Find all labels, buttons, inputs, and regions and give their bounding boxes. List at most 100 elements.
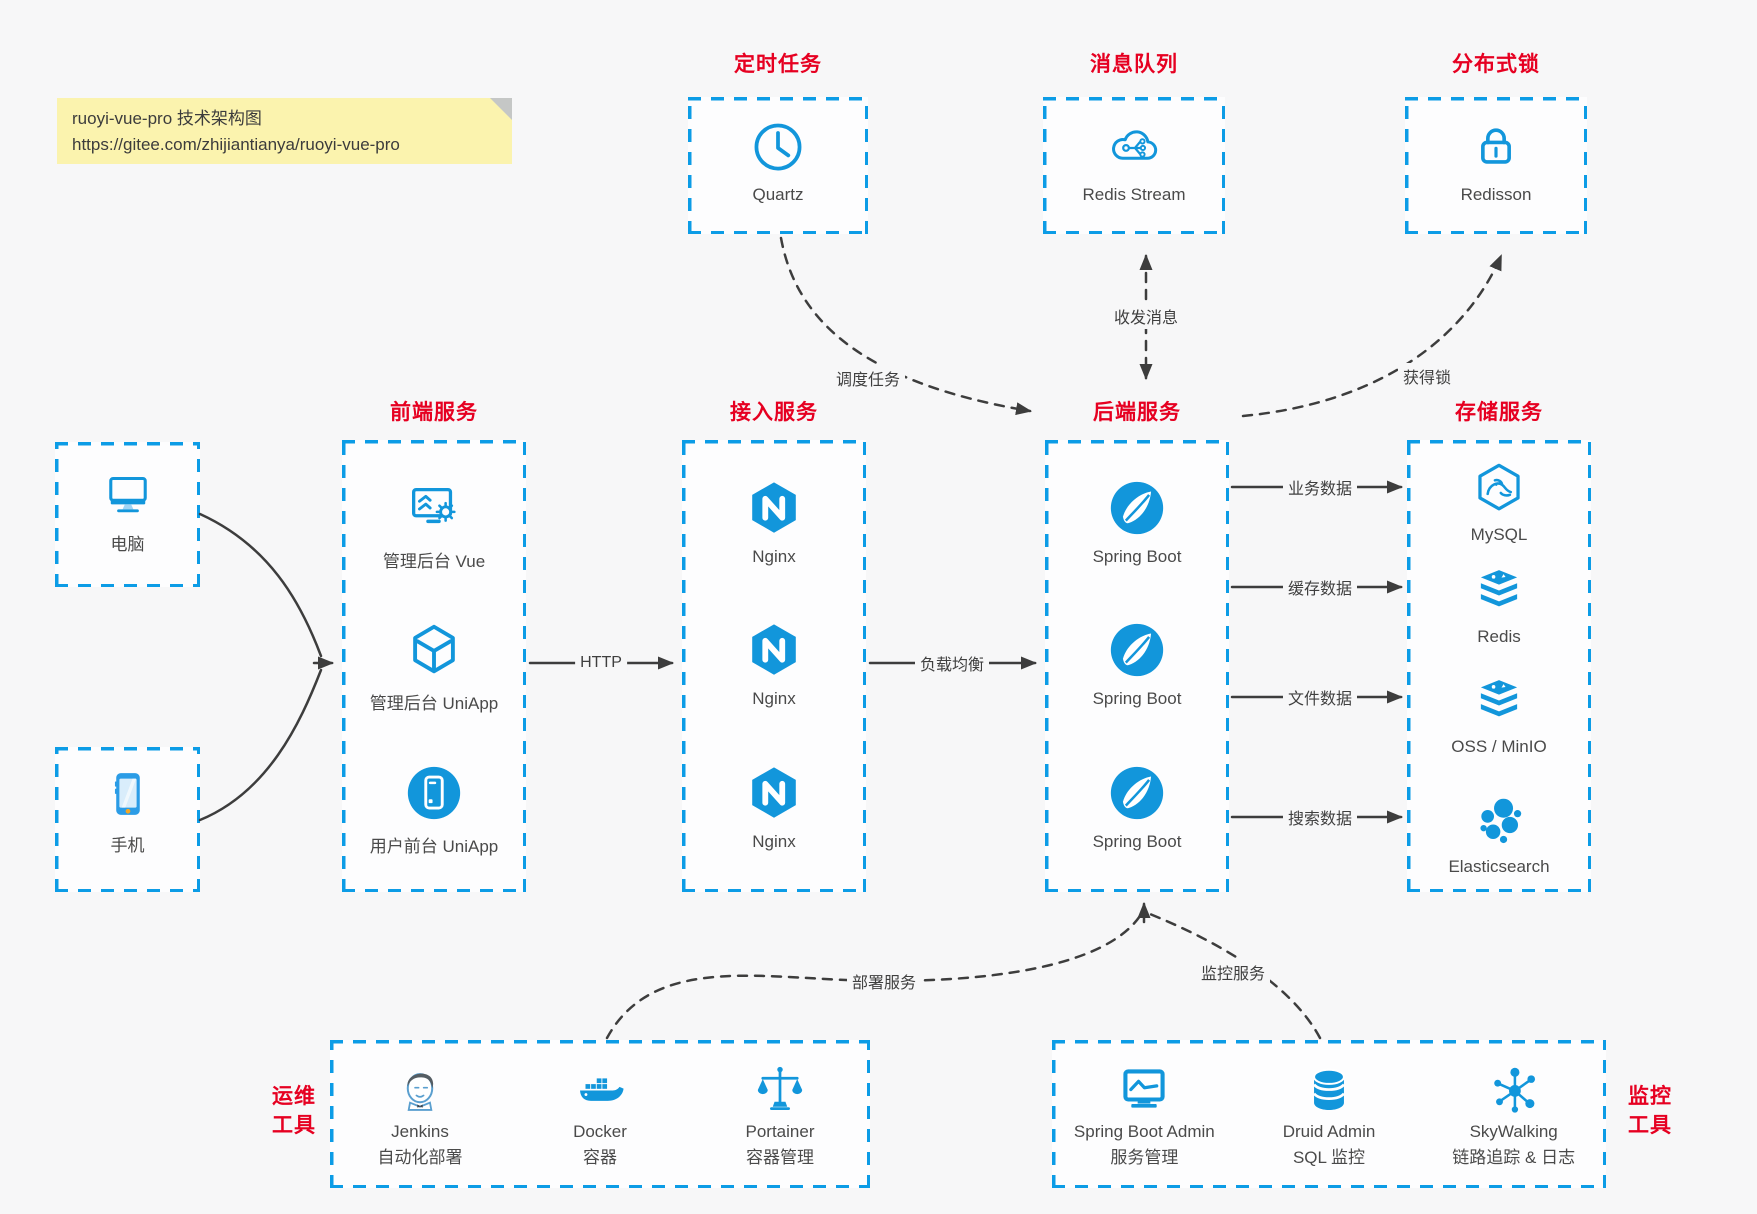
note-title: ruoyi-vue-pro 技术架构图	[72, 109, 262, 128]
elasticsearch-icon	[1480, 798, 1522, 844]
tool-desc: 自动化部署	[377, 1148, 463, 1167]
cloud-stream-icon	[1112, 130, 1158, 160]
skywalking-icon	[1493, 1067, 1535, 1113]
node-portainer: Portainer 容器管理	[690, 1040, 870, 1188]
title-devops-tools: 运维 工具	[262, 1082, 326, 1140]
tool-name: Portainer	[745, 1122, 815, 1141]
tool-name: Spring Boot Admin	[1073, 1122, 1215, 1141]
box-gateway-services: Nginx Nginx Nginx	[682, 440, 866, 892]
edge-pc-to-frontend	[198, 512, 323, 658]
node-label: 电脑	[110, 535, 145, 554]
node-label: Redis Stream	[1082, 185, 1186, 204]
node-label: 用户前台 UniApp	[369, 837, 499, 856]
node-label: OSS / MinIO	[1451, 737, 1547, 756]
edge-label-load-balance: 负载均衡	[914, 650, 990, 676]
node-spring-boot-1: Spring Boot	[1045, 477, 1229, 567]
node-label: Spring Boot	[1092, 547, 1182, 566]
tool-name: Jenkins	[391, 1122, 449, 1141]
node-docker: Docker 容器	[510, 1040, 690, 1188]
druid-icon	[1313, 1068, 1345, 1110]
title-backend-services: 后端服务	[1093, 401, 1181, 424]
redis-stack-icon	[1480, 570, 1518, 607]
node-elasticsearch: Elasticsearch	[1407, 791, 1591, 877]
title-gateway-services: 接入服务	[730, 401, 818, 424]
box-monitoring-tools: Spring Boot Admin 服务管理 Druid Admin SQL 监…	[1052, 1040, 1606, 1188]
edge-phone-to-frontend	[198, 668, 323, 822]
nginx-icon	[752, 767, 796, 818]
box-devops-tools: Jenkins 自动化部署 Docker 容器	[330, 1040, 870, 1188]
edge-label-search-data: 搜索数据	[1282, 804, 1358, 830]
node-druid-admin: Druid Admin SQL 监控	[1237, 1040, 1422, 1188]
node-redisson: Redisson	[1405, 97, 1587, 205]
edge-label-business-data: 业务数据	[1282, 474, 1358, 500]
admin-vue-icon	[412, 487, 456, 524]
mysql-icon	[1478, 463, 1520, 511]
title-message-queue: 消息队列	[1090, 53, 1178, 76]
node-redis: Redis	[1407, 561, 1591, 647]
node-redis-stream: Redis Stream	[1043, 97, 1225, 205]
tool-desc: 容器	[583, 1148, 617, 1167]
spring-boot-icon	[1110, 766, 1164, 820]
node-quartz: Quartz	[688, 97, 868, 205]
object-storage-icon	[1480, 680, 1518, 717]
node-spring-boot-admin: Spring Boot Admin 服务管理	[1052, 1040, 1237, 1188]
edge-label-send-receive-messages: 收发消息	[1108, 303, 1184, 329]
node-spring-boot-2: Spring Boot	[1045, 619, 1229, 709]
docker-icon	[580, 1078, 624, 1101]
spring-boot-admin-icon	[1123, 1069, 1165, 1108]
devops-title-line1: 运维	[272, 1085, 316, 1108]
node-label: Nginx	[752, 547, 796, 566]
node-label: 管理后台 Vue	[382, 552, 486, 571]
devops-title-line2: 工具	[272, 1114, 316, 1137]
tool-desc: 链路追踪 & 日志	[1452, 1148, 1576, 1167]
node-label: 管理后台 UniApp	[369, 694, 499, 713]
node-user-uniapp: 用户前台 UniApp	[342, 762, 526, 857]
uniapp-cube-icon	[413, 624, 455, 674]
node-nginx-2: Nginx	[682, 619, 866, 709]
node-admin-vue: 管理后台 Vue	[342, 477, 526, 572]
note-url: https://gitee.com/zhijiantianya/ruoyi-vu…	[72, 135, 400, 154]
edge-label-monitor-services: 监控服务	[1195, 959, 1271, 985]
tool-name: Druid Admin	[1282, 1122, 1376, 1141]
edge-label-acquire-lock: 获得锁	[1397, 363, 1457, 389]
box-distributed-lock: Redisson	[1405, 97, 1587, 234]
node-label: Nginx	[752, 689, 796, 708]
node-jenkins: Jenkins 自动化部署	[330, 1040, 510, 1188]
title-frontend-services: 前端服务	[390, 401, 478, 424]
node-nginx-1: Nginx	[682, 477, 866, 567]
title-monitoring-tools: 监控 工具	[1618, 1082, 1682, 1140]
node-label: Redisson	[1460, 185, 1532, 204]
tool-desc: SQL 监控	[1292, 1148, 1366, 1167]
edge-schedule-tasks-arrow	[779, 236, 1032, 416]
clock-icon	[754, 123, 802, 171]
monitoring-title-line1: 监控	[1628, 1085, 1672, 1108]
computer-icon	[108, 476, 147, 513]
box-mobile-client: 手机	[55, 747, 200, 892]
box-scheduled-tasks: Quartz	[688, 97, 868, 234]
edge-label-file-data: 文件数据	[1282, 684, 1358, 710]
node-label: Elasticsearch	[1448, 857, 1550, 876]
box-pc-client: 电脑	[55, 442, 200, 587]
node-pc: 电脑	[55, 442, 200, 555]
node-phone: 手机	[55, 747, 200, 856]
title-storage-services: 存储服务	[1455, 401, 1543, 424]
sticky-note: ruoyi-vue-pro 技术架构图 https://gitee.com/zh…	[57, 98, 512, 164]
box-message-queue: Redis Stream	[1043, 97, 1225, 234]
node-mysql: MySQL	[1407, 459, 1591, 545]
spring-boot-icon	[1110, 623, 1164, 677]
node-label: 手机	[110, 836, 145, 855]
edge-label-schedule-tasks: 调度任务	[830, 365, 906, 391]
box-frontend-services: 管理后台 Vue 管理后台 UniApp 用户前台 UniApp	[342, 440, 526, 892]
node-admin-uniapp: 管理后台 UniApp	[342, 619, 526, 714]
node-skywalking: SkyWalking 链路追踪 & 日志	[1421, 1040, 1606, 1188]
title-scheduled-tasks: 定时任务	[734, 53, 822, 76]
box-backend-services: Spring Boot Spring Boot Spring Boot	[1045, 440, 1229, 892]
tool-name: SkyWalking	[1469, 1122, 1558, 1141]
monitoring-title-line2: 工具	[1628, 1114, 1672, 1137]
lock-icon	[1481, 128, 1511, 164]
nginx-icon	[752, 624, 796, 675]
title-distributed-lock: 分布式锁	[1452, 53, 1540, 76]
mobile-app-icon	[407, 766, 461, 820]
tool-desc: 服务管理	[1110, 1148, 1179, 1167]
